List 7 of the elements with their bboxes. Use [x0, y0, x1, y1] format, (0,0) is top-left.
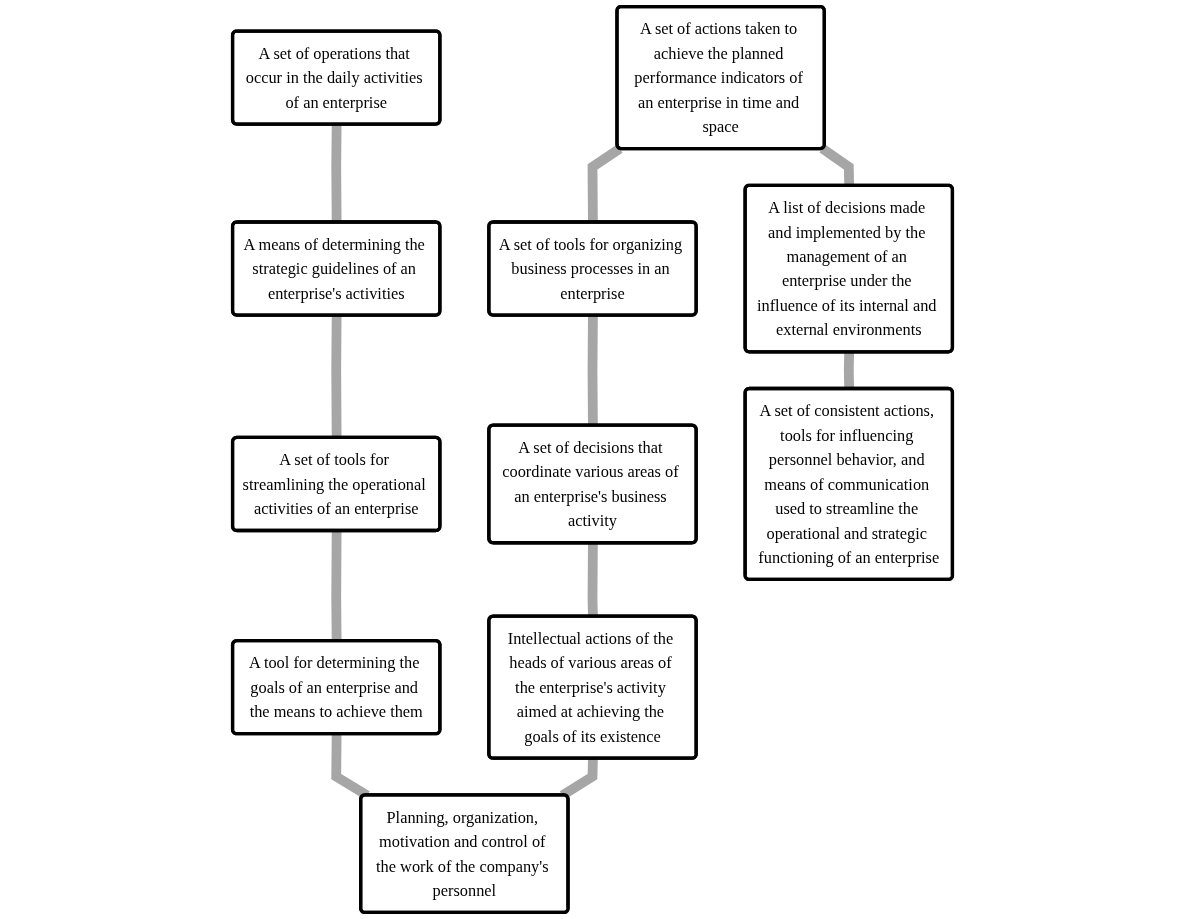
connector	[331, 124, 342, 223]
connector	[331, 315, 342, 438]
connector	[587, 543, 598, 617]
connector	[587, 144, 623, 223]
connector	[843, 352, 855, 389]
connector	[587, 315, 598, 426]
connector	[819, 144, 855, 186]
